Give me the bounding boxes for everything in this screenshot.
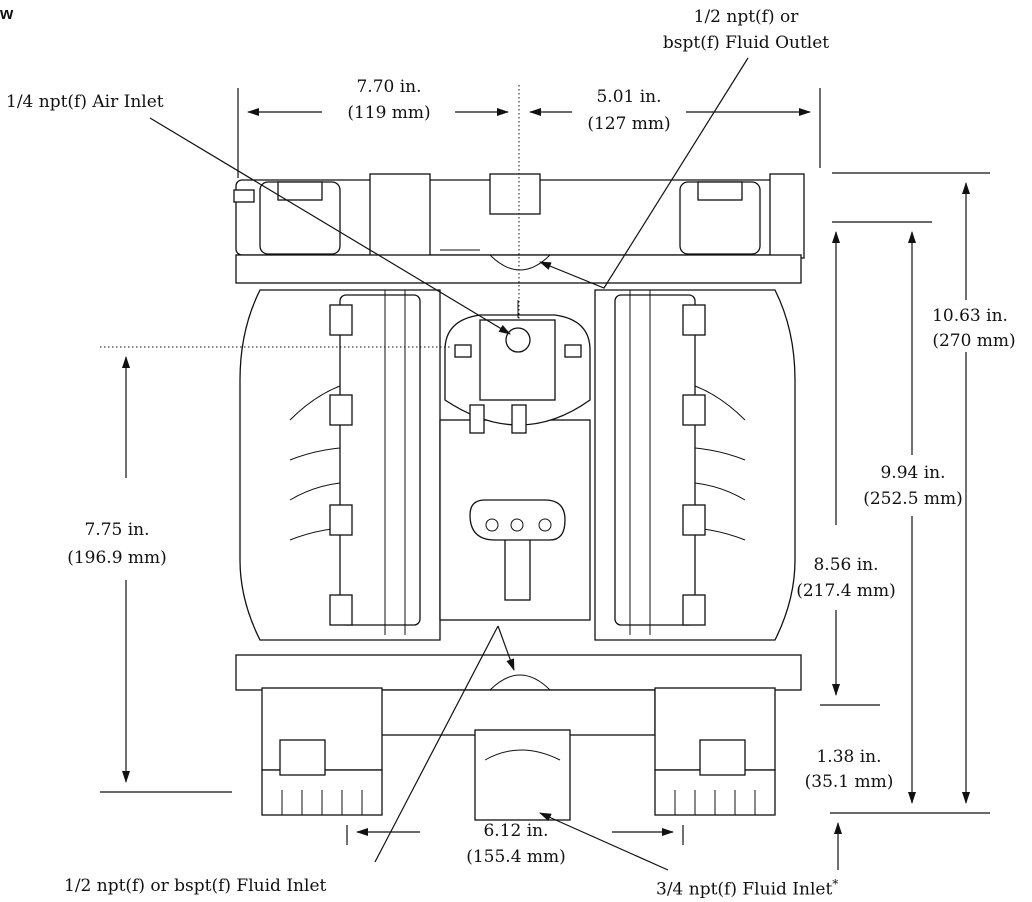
dim-manifold-height-in: 8.56 in.	[813, 555, 879, 575]
dim-right-width-in: 5.01 in.	[596, 87, 662, 107]
dim-outlet-height-mm: (252.5 mm)	[863, 489, 963, 509]
heading-fragment: w	[0, 4, 14, 23]
footnote-asterisk: *	[832, 877, 839, 891]
half-inch-fluid-inlet-label: 1/2 npt(f) or bspt(f) Fluid Inlet	[64, 876, 327, 896]
three-quarter-inch-fluid-inlet-label: 3/4 npt(f) Fluid Inlet*	[656, 873, 838, 902]
dim-outlet-height-in: 9.94 in.	[880, 463, 946, 483]
leader-lines	[149, 57, 749, 871]
dim-air-inlet-height-in: 7.75 in.	[84, 520, 150, 540]
dim-inlet-height-in: 1.38 in.	[816, 747, 882, 767]
dim-mount-width-in: 6.12 in.	[483, 821, 549, 841]
dim-inlet-height-mm: (35.1 mm)	[804, 772, 894, 792]
dimension-arrows	[122, 108, 970, 870]
air-inlet-label: 1/4 npt(f) Air Inlet	[6, 92, 164, 112]
dim-air-inlet-height-mm: (196.9 mm)	[67, 548, 167, 568]
dim-right-width-mm: (127 mm)	[587, 114, 671, 134]
dim-total-height-mm: (270 mm)	[932, 331, 1016, 351]
dim-left-width-in: 7.70 in.	[356, 77, 422, 97]
dim-total-height-in: 10.63 in.	[932, 306, 1008, 326]
dim-manifold-height-mm: (217.4 mm)	[796, 581, 896, 601]
three-quarter-inch-fluid-inlet-text: 3/4 npt(f) Fluid Inlet	[656, 879, 833, 900]
fluid-outlet-label-line2: bspt(f) Fluid Outlet	[662, 33, 830, 53]
extension-lines	[100, 85, 990, 845]
fluid-outlet-label-line1: 1/2 npt(f) or	[693, 7, 799, 27]
pump-body	[233, 173, 805, 821]
dim-mount-width-mm: (155.4 mm)	[466, 847, 566, 867]
dim-left-width-mm: (119 mm)	[347, 103, 431, 123]
